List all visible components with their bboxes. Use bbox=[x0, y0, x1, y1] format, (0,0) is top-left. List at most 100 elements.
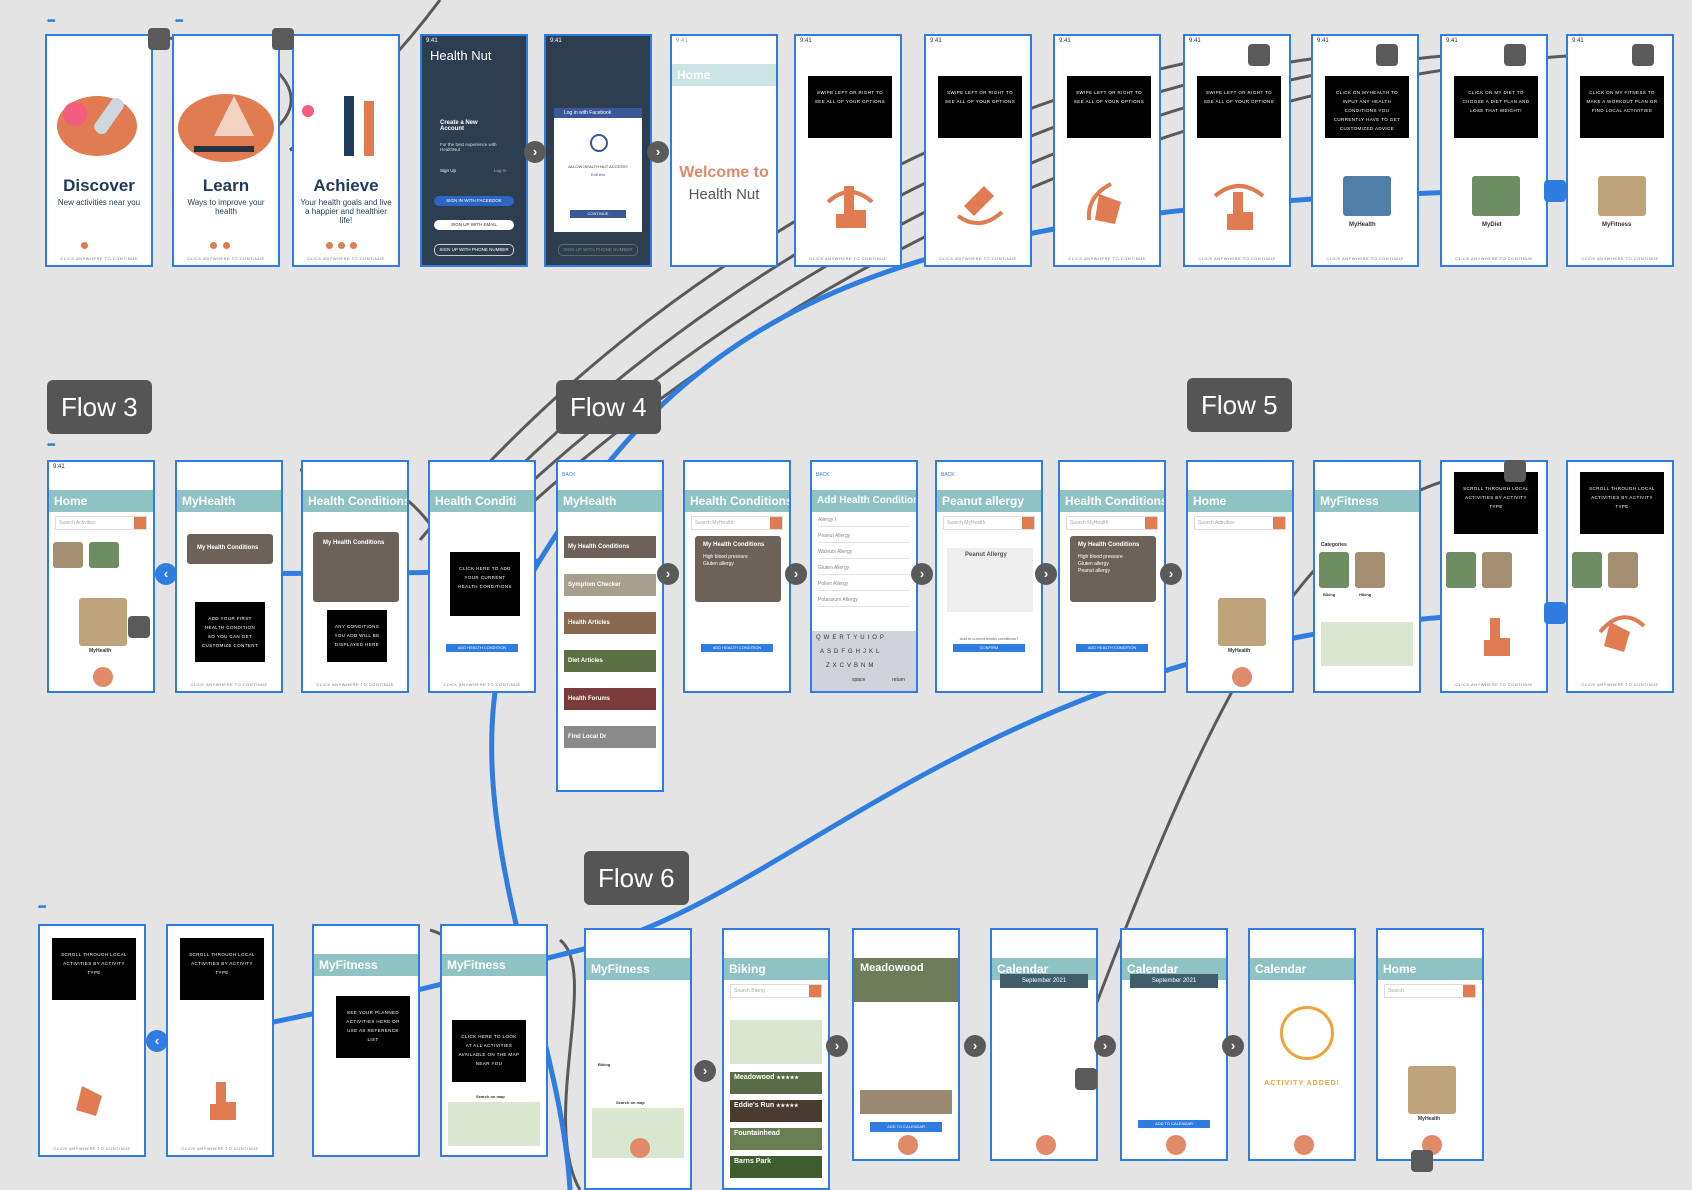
health-condition-click-tutorial-screen[interactable]: Health Conditi CLICK HERE TO ADD YOUR CU… bbox=[428, 460, 536, 693]
row3-tutorial-screen-2[interactable]: SCROLL THROUGH LOCAL ACTIVITIES BY ACTIV… bbox=[166, 924, 274, 1157]
artboard-drag-handle[interactable]: ••• bbox=[175, 16, 183, 27]
allergy-option[interactable]: Gluten Allergy bbox=[818, 562, 910, 575]
connector-handle[interactable] bbox=[148, 28, 170, 50]
my-health-conditions-item[interactable]: My Health Conditions bbox=[564, 536, 656, 558]
next-arrow-button[interactable]: › bbox=[1222, 1035, 1244, 1057]
tutorial-swipe-screen-3[interactable]: 9:41 SWIPE LEFT OR RIGHT TO SEE ALL OF Y… bbox=[1053, 34, 1161, 267]
health-forums-item[interactable]: Health Forums bbox=[564, 688, 656, 710]
facebook-signin-button[interactable]: SIGN IN WITH FACEBOOK bbox=[434, 196, 514, 206]
tutorial-swipe-screen-1[interactable]: 9:41 SWIPE LEFT OR RIGHT TO SEE ALL OF Y… bbox=[794, 34, 902, 267]
next-arrow-button[interactable]: › bbox=[964, 1035, 986, 1057]
biking-tile[interactable] bbox=[1572, 552, 1602, 588]
home-screen[interactable]: 9:41 Home Search Activities MyHealth bbox=[47, 460, 155, 693]
myhealth-tile[interactable] bbox=[1408, 1066, 1456, 1114]
meadowood-card[interactable]: Meadowood ★★★★★ bbox=[730, 1072, 822, 1094]
search-input[interactable]: Search bbox=[1384, 984, 1476, 998]
activity-added-screen[interactable]: Calendar ACTIVITY ADDED! bbox=[1248, 928, 1356, 1161]
next-arrow-button[interactable]: › bbox=[911, 563, 933, 585]
home-icon[interactable] bbox=[898, 1135, 918, 1155]
keyboard-row[interactable]: ZXCVBNM bbox=[826, 663, 877, 669]
myhealth-tile[interactable] bbox=[1218, 598, 1266, 646]
hiking-tile[interactable] bbox=[1355, 552, 1385, 588]
map-preview[interactable] bbox=[1321, 622, 1413, 666]
search-input[interactable]: Search MyHealth bbox=[691, 516, 783, 530]
home-icon[interactable] bbox=[1036, 1135, 1056, 1155]
connector-handle[interactable] bbox=[1376, 44, 1398, 66]
meadowood-detail-screen[interactable]: Meadowood ADD TO CALENDAR bbox=[852, 928, 960, 1161]
map-preview[interactable] bbox=[448, 1102, 540, 1146]
artboard-drag-handle[interactable]: ••• bbox=[47, 16, 55, 27]
phone-signup-button[interactable]: SIGN UP WITH PHONE NUMBER bbox=[558, 244, 638, 256]
find-local-dr-item[interactable]: Find Local Dr bbox=[564, 726, 656, 748]
email-signup-button[interactable]: SIGN UP WITH EMAIL bbox=[434, 220, 514, 230]
next-arrow-button[interactable]: › bbox=[785, 563, 807, 585]
add-to-calendar-button[interactable]: ADD TO CALENDAR bbox=[1138, 1120, 1210, 1128]
onboarding-learn-screen[interactable]: Learn Ways to improve your health CLICK … bbox=[172, 34, 280, 267]
add-to-calendar-button[interactable]: ADD TO CALENDAR bbox=[870, 1122, 942, 1132]
allergy-option[interactable]: Allergy I bbox=[818, 514, 910, 527]
biking-tile[interactable] bbox=[1319, 552, 1349, 588]
next-arrow-button[interactable]: › bbox=[694, 1060, 716, 1082]
row3-tutorial-screen-1[interactable]: SCROLL THROUGH LOCAL ACTIVITIES BY ACTIV… bbox=[38, 924, 146, 1157]
home-icon[interactable] bbox=[1166, 1135, 1186, 1155]
connector-handle[interactable] bbox=[1504, 460, 1526, 482]
home-icon[interactable] bbox=[93, 667, 113, 687]
symptom-checker-item[interactable]: Symptom Checker bbox=[564, 574, 656, 596]
onboarding-achieve-screen[interactable]: Achieve Your health goals and live a hap… bbox=[292, 34, 400, 267]
confirm-button[interactable]: CONFIRM bbox=[953, 644, 1025, 652]
calendar-grid[interactable] bbox=[1000, 988, 1088, 1058]
connector-handle[interactable] bbox=[1632, 44, 1654, 66]
myfitness-tutorial-screen-1[interactable]: SCROLL THROUGH LOCAL ACTIVITIES BY ACTIV… bbox=[1440, 460, 1548, 693]
tutorial-mydiet-screen[interactable]: 9:41 CLICK ON MY DIET TO CHOOSE A DIET P… bbox=[1440, 34, 1548, 267]
peanut-allergy-screen[interactable]: BACK Peanut allergy Search MyHealth Pean… bbox=[935, 460, 1043, 693]
myhealth-tutorial-screen[interactable]: MyHealth My Health Conditions ADD YOUR F… bbox=[175, 460, 283, 693]
health-conditions-tutorial-screen[interactable]: Health Conditions My Health Conditions A… bbox=[301, 460, 409, 693]
diet-articles-item[interactable]: Diet Articles bbox=[564, 650, 656, 672]
connector-handle[interactable] bbox=[1504, 44, 1526, 66]
next-arrow-button[interactable]: › bbox=[1035, 563, 1057, 585]
mydiet-tile[interactable] bbox=[1472, 176, 1520, 216]
myhealth-tile[interactable] bbox=[79, 598, 127, 646]
next-arrow-button[interactable]: › bbox=[1094, 1035, 1116, 1057]
health-conditions-updated-screen[interactable]: Health Conditions Search MyHealth My Hea… bbox=[1058, 460, 1166, 693]
next-arrow-button[interactable]: › bbox=[647, 141, 669, 163]
flow-4-label[interactable]: Flow 4 bbox=[556, 380, 661, 434]
health-articles-item[interactable]: Health Articles bbox=[564, 612, 656, 634]
add-health-condition-button[interactable]: ADD HEALTH CONDITION bbox=[701, 644, 773, 652]
next-arrow-button[interactable]: › bbox=[826, 1035, 848, 1057]
home-screen-flow5[interactable]: Home Search Activities MyHealth bbox=[1186, 460, 1294, 693]
welcome-screen[interactable]: 9:41 Home Welcome to Health Nut bbox=[670, 34, 778, 267]
my-health-conditions-card[interactable]: My Health Conditions bbox=[187, 534, 273, 564]
tutorial-myfitness-screen[interactable]: 9:41 CLICK ON MY FITNESS TO MAKE A WORKO… bbox=[1566, 34, 1674, 267]
allergy-option[interactable]: Walnuts Allergy bbox=[818, 546, 910, 559]
tutorial-swipe-screen-2[interactable]: 9:41 SWIPE LEFT OR RIGHT TO SEE ALL OF Y… bbox=[924, 34, 1032, 267]
connector-handle[interactable] bbox=[1075, 1068, 1097, 1090]
onscreen-keyboard[interactable]: QWERTYUIOP ASDFGHJKL ZXCVBNM space retur… bbox=[812, 631, 916, 691]
myfitness-tile[interactable] bbox=[1598, 176, 1646, 216]
calendar-grid[interactable] bbox=[1130, 988, 1218, 1058]
connector-handle[interactable] bbox=[1544, 180, 1566, 202]
space-key[interactable]: space bbox=[852, 677, 866, 683]
search-input[interactable]: Search MyHealth bbox=[1066, 516, 1158, 530]
myhealth-tile[interactable] bbox=[1343, 176, 1391, 216]
myhealth-menu-screen[interactable]: BACK MyHealth My Health Conditions Sympt… bbox=[556, 460, 664, 792]
flow-6-label[interactable]: Flow 6 bbox=[584, 851, 689, 905]
connector-handle[interactable] bbox=[272, 28, 294, 50]
home-icon[interactable] bbox=[1232, 667, 1252, 687]
search-input[interactable]: Search Activities bbox=[55, 516, 147, 530]
add-health-condition-button[interactable]: ADD HEALTH CONDITION bbox=[1076, 644, 1148, 652]
myfitness-browse-screen[interactable]: MyFitness Biking Search on map bbox=[584, 928, 692, 1190]
biking-list-screen[interactable]: Biking Search Biking Meadowood ★★★★★ Edd… bbox=[722, 928, 830, 1190]
add-health-condition-button[interactable]: ADD HEALTH CONDITION bbox=[446, 644, 518, 652]
hiking-tile[interactable] bbox=[1482, 552, 1512, 588]
home-screen-final[interactable]: Home Search MyHealth bbox=[1376, 928, 1484, 1161]
connector-handle[interactable] bbox=[128, 616, 150, 638]
my-health-conditions-card[interactable]: My Health Conditions bbox=[313, 532, 399, 602]
eddies-run-card[interactable]: Eddie's Run ★★★★★ bbox=[730, 1100, 822, 1122]
next-arrow-button[interactable]: › bbox=[657, 563, 679, 585]
signup-screen[interactable]: 9:41 Health Nut Create a New Account For… bbox=[420, 34, 528, 267]
connector-handle[interactable] bbox=[1411, 1150, 1433, 1172]
search-input[interactable]: Search Biking bbox=[730, 984, 822, 998]
keyboard-row[interactable]: ASDFGHJKL bbox=[820, 649, 883, 655]
